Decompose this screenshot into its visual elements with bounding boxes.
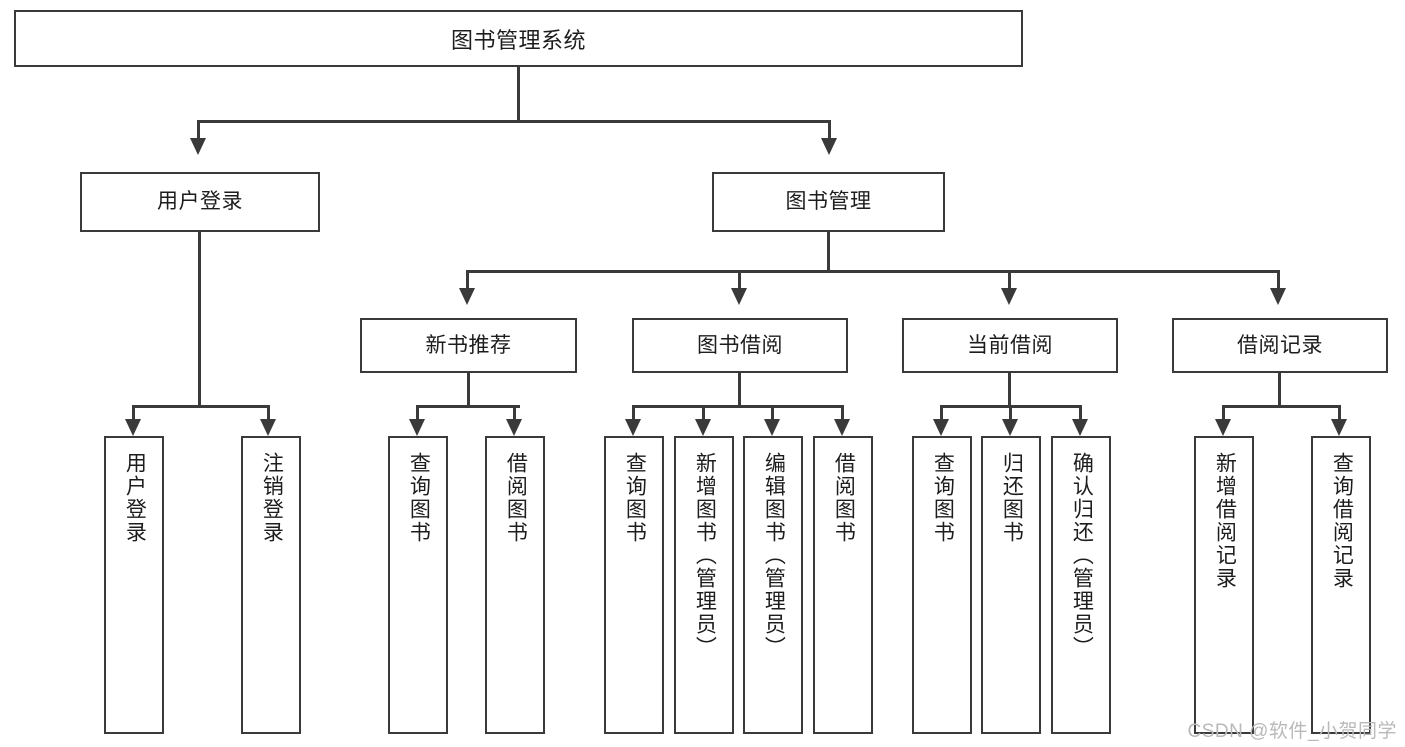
node-label: 新增图书（管理员）: [693, 452, 717, 659]
connector-bm-drop-4: [1277, 270, 1280, 292]
node-leaf-query-book-1[interactable]: 查询图书: [388, 436, 448, 734]
node-borrow-record[interactable]: 借阅记录: [1172, 318, 1388, 373]
arrow-root-to-user-login: [190, 138, 206, 155]
node-label: 查询图书: [931, 452, 955, 544]
connector-nbr-drop-1: [416, 405, 419, 423]
connector-root-to-user-login: [197, 120, 200, 140]
node-leaf-add-borrow-record[interactable]: 新增借阅记录: [1194, 436, 1254, 734]
connector-cb-drop-1: [940, 405, 943, 423]
connector-book-management-stem: [827, 232, 830, 273]
connector-bm-drop-2: [738, 270, 741, 292]
connector-user-login-drop-1: [132, 405, 135, 423]
node-label: 图书管理: [785, 190, 872, 214]
arrow-to-book-borrow: [731, 288, 747, 305]
connector-root-bus: [197, 120, 831, 123]
arrow-to-new-book-recommend: [459, 288, 475, 305]
arrow-to-current-borrow: [1001, 288, 1017, 305]
node-label: 借阅图书: [504, 452, 528, 544]
node-label: 确认归还（管理员）: [1070, 452, 1094, 659]
node-current-borrow[interactable]: 当前借阅: [902, 318, 1118, 373]
node-leaf-query-book-2[interactable]: 查询图书: [604, 436, 664, 734]
connector-user-login-bus: [132, 405, 269, 408]
node-label: 新增借阅记录: [1213, 452, 1237, 590]
node-label: 借阅图书: [832, 452, 856, 544]
connector-cb-stem: [1008, 373, 1011, 408]
arrow-to-leaf-borrow-book-2: [834, 419, 850, 436]
node-book-borrow[interactable]: 图书借阅: [632, 318, 848, 373]
node-label: 查询图书: [623, 452, 647, 544]
node-label: 当前借阅: [967, 333, 1053, 357]
node-label: 用户登录: [157, 190, 243, 214]
node-label: 查询图书: [407, 452, 431, 544]
arrow-to-leaf-borrow-book-1: [506, 419, 522, 436]
node-leaf-edit-book[interactable]: 编辑图书（管理员）: [743, 436, 803, 734]
node-leaf-query-book-3[interactable]: 查询图书: [912, 436, 972, 734]
connector-bb-drop-2: [702, 405, 705, 423]
arrow-to-leaf-query-book-1: [409, 419, 425, 436]
node-label: 借阅记录: [1237, 333, 1323, 357]
node-leaf-query-borrow-record[interactable]: 查询借阅记录: [1311, 436, 1371, 734]
node-label: 用户登录: [123, 452, 147, 544]
arrow-to-leaf-add-borrow-record: [1215, 419, 1231, 436]
connector-cb-drop-3: [1079, 405, 1082, 423]
connector-root-stem: [517, 67, 520, 120]
node-label: 图书管理系统: [450, 27, 586, 53]
node-label: 编辑图书（管理员）: [762, 452, 786, 659]
node-label: 查询借阅记录: [1330, 452, 1354, 590]
arrow-to-leaf-query-book-2: [625, 419, 641, 436]
arrow-to-borrow-record: [1270, 288, 1286, 305]
connector-br-drop-1: [1222, 405, 1225, 423]
connector-book-management-bus: [466, 270, 1280, 273]
watermark-text: CSDN @软件_小贺同学: [1187, 721, 1397, 742]
node-book-management[interactable]: 图书管理: [712, 172, 945, 232]
arrow-to-leaf-query-borrow-record: [1331, 419, 1347, 436]
node-leaf-borrow-book-2[interactable]: 借阅图书: [813, 436, 873, 734]
arrow-to-leaf-user-login: [125, 419, 141, 436]
node-label: 新书推荐: [425, 333, 512, 357]
connector-bb-stem: [738, 373, 741, 408]
connector-nbr-bus: [416, 405, 520, 408]
node-leaf-confirm-return[interactable]: 确认归还（管理员）: [1051, 436, 1111, 734]
connector-br-drop-2: [1338, 405, 1341, 423]
connector-bm-drop-1: [466, 270, 469, 292]
arrow-to-leaf-edit-book: [764, 419, 780, 436]
node-new-book-recommend[interactable]: 新书推荐: [360, 318, 577, 373]
connector-bb-drop-4: [841, 405, 844, 423]
node-leaf-borrow-book-1[interactable]: 借阅图书: [485, 436, 545, 734]
connector-bb-drop-3: [771, 405, 774, 423]
arrow-root-to-book-management: [821, 138, 837, 155]
arrow-to-leaf-return-book: [1002, 419, 1018, 436]
node-leaf-user-login[interactable]: 用户登录: [104, 436, 164, 734]
node-label: 注销登录: [260, 452, 284, 544]
node-leaf-add-book[interactable]: 新增图书（管理员）: [674, 436, 734, 734]
connector-cb-drop-2: [1009, 405, 1012, 423]
connector-nbr-drop-2: [513, 405, 516, 423]
node-label: 归还图书: [1000, 452, 1024, 544]
connector-br-bus: [1222, 405, 1340, 408]
node-label: 图书借阅: [697, 333, 783, 357]
connector-br-stem: [1278, 373, 1281, 408]
connector-bb-drop-1: [632, 405, 635, 423]
arrow-to-leaf-logout-login: [260, 419, 276, 436]
node-book-management-system[interactable]: 图书管理系统: [14, 10, 1023, 67]
node-leaf-logout-login[interactable]: 注销登录: [241, 436, 301, 734]
connector-bm-drop-3: [1008, 270, 1011, 292]
connector-nbr-stem: [467, 373, 470, 408]
arrow-to-leaf-confirm-return: [1072, 419, 1088, 436]
arrow-to-leaf-query-book-3: [933, 419, 949, 436]
node-user-login[interactable]: 用户登录: [80, 172, 320, 232]
node-leaf-return-book[interactable]: 归还图书: [981, 436, 1041, 734]
connector-root-to-book-management: [828, 120, 831, 140]
connector-user-login-stem: [198, 232, 201, 408]
connector-user-login-drop-2: [267, 405, 270, 423]
connector-bb-bus: [632, 405, 844, 408]
arrow-to-leaf-add-book: [695, 419, 711, 436]
